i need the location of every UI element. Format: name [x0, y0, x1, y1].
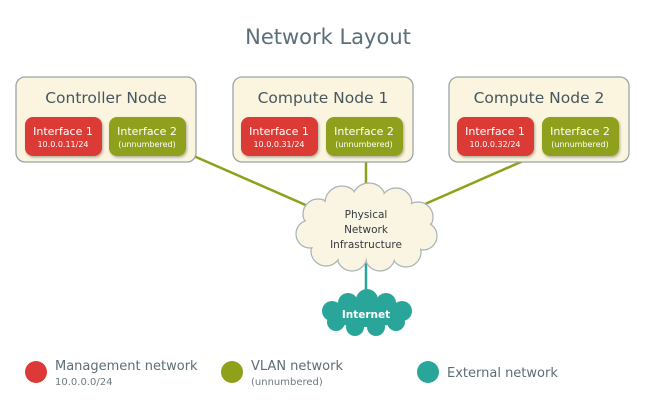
legend-item-management: Management network 10.0.0.0/24	[25, 359, 198, 388]
compute-node-2-interface-2-address: (unnumbered)	[551, 140, 608, 149]
compute-node-1-title: Compute Node 1	[258, 89, 389, 107]
compute-node-1-interface-2	[326, 117, 403, 156]
controller-interface-1-name: Interface 1	[33, 125, 93, 138]
compute-node-1-interface-1	[241, 117, 318, 156]
legend-external-label: External network	[447, 366, 558, 381]
controller-interface-2-name: Interface 2	[117, 125, 177, 138]
compute-node-2-interface-1	[457, 117, 534, 156]
legend-management-label: Management network	[55, 359, 198, 374]
compute-node-1: Compute Node 1 Interface 1 10.0.0.31/24 …	[232, 76, 414, 163]
compute-node-1-interface-2-name: Interface 2	[334, 125, 394, 138]
controller-node: Controller Node Interface 1 10.0.0.11/24…	[15, 76, 197, 163]
compute-node-2: Compute Node 2 Interface 1 10.0.0.32/24 …	[448, 76, 630, 163]
compute-node-2-interface-2	[542, 117, 619, 156]
vlan-link-controller	[179, 148, 318, 212]
controller-interface-1	[25, 117, 102, 156]
internet-cloud-shape	[322, 289, 412, 336]
physical-network-label-line-3: Infrastructure	[330, 239, 402, 251]
legend-management-subnet: 10.0.0.0/24	[55, 377, 112, 388]
controller-node-title: Controller Node	[45, 89, 167, 107]
compute-node-2-interface-2-name: Interface 2	[550, 125, 610, 138]
cloud-fill	[297, 184, 436, 270]
compute-node-2-title: Compute Node 2	[474, 89, 605, 107]
legend-vlan-subnet: (unnumbered)	[251, 377, 323, 388]
controller-interface-2	[109, 117, 186, 156]
internet-label: Internet	[342, 309, 390, 321]
vlan-network-swatch	[221, 361, 243, 383]
physical-network-cloud: Physical Network Infrastructure	[295, 182, 438, 272]
compute-node-1-interface-2-address: (unnumbered)	[335, 140, 392, 149]
internet-cloud: Internet	[322, 289, 412, 336]
legend-vlan-label: VLAN network	[251, 359, 343, 374]
physical-network-label-line-1: Physical	[345, 209, 388, 221]
management-network-swatch	[25, 361, 47, 383]
compute-node-1-interface-1-address: 10.0.0.31/24	[253, 140, 304, 149]
diagram-title: Network Layout	[245, 25, 411, 49]
legend-item-vlan: VLAN network (unnumbered)	[221, 359, 343, 388]
controller-interface-1-address: 10.0.0.11/24	[37, 140, 88, 149]
legend-item-external: External network	[417, 361, 558, 383]
legend: Management network 10.0.0.0/24 VLAN netw…	[25, 359, 558, 388]
external-network-swatch	[417, 361, 439, 383]
physical-network-label-line-2: Network	[344, 224, 389, 236]
compute-node-2-interface-1-name: Interface 1	[465, 125, 525, 138]
controller-interface-2-address: (unnumbered)	[118, 140, 175, 149]
compute-node-2-interface-1-address: 10.0.0.32/24	[469, 140, 520, 149]
compute-node-1-interface-1-name: Interface 1	[249, 125, 309, 138]
